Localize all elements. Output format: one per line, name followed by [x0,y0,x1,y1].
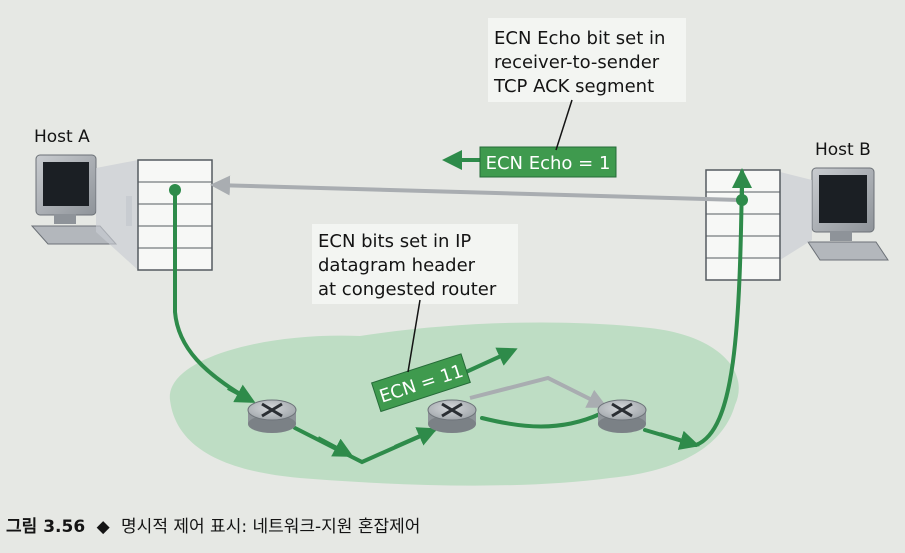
host-b-label: Host B [815,140,871,160]
host-a-label: Host A [34,127,90,147]
caption-bullet: ◆ [97,517,111,537]
ecn-packet-arrow [465,347,518,374]
forward-data-path [173,170,744,465]
ecn-ip-callout: ECN bits set in IP datagram header at co… [312,224,518,373]
caption-number: 그림 3.56 [6,517,85,537]
host-a-computer-icon [30,154,132,245]
figure-caption: 그림 3.56 ◆ 명시적 제어 표시: 네트워크-지원 혼잡제어 [6,517,420,537]
host-b-stack-dot [736,194,748,206]
ecn-ip-callout-line-1: ECN bits set in IP [318,231,471,252]
ecn-echo-callout-line-2: receiver-to-sender [494,52,660,73]
ack-return-path [210,175,741,202]
host-b-link [780,172,812,260]
ecn-ip-leader-line [407,299,421,373]
ecn-echo-callout-line-3: TCP ACK segment [493,76,654,97]
router-2-icon [427,399,477,433]
host-a-stack-dot [169,184,181,196]
host-b-computer-icon [807,167,889,261]
svg-text:그림 3.56 ◆ 명시적 제어 표: 그림 3.56 ◆ 명시적 제어 표시: 네트워크-지원 혼잡제어 [6,517,420,537]
ecn-echo-label: ECN Echo = 1 [486,153,611,174]
router-1-icon [247,399,297,433]
router-3-icon [597,399,647,433]
ecn-echo-callout: ECN Echo bit set in receiver-to-sender T… [488,18,686,151]
ecn-echo-leader-line [555,99,573,151]
host-a-link [96,160,138,270]
alternate-path [469,375,608,408]
ecn-ip-callout-line-2: datagram header [318,255,476,276]
caption-text: 명시적 제어 표시: 네트워크-지원 혼잡제어 [121,517,420,537]
ecn-echo-callout-line-1: ECN Echo bit set in [494,28,665,49]
ecn-ip-callout-line-3: at congested router [318,279,497,300]
ecn-echo-packet: ECN Echo = 1 [479,146,617,178]
